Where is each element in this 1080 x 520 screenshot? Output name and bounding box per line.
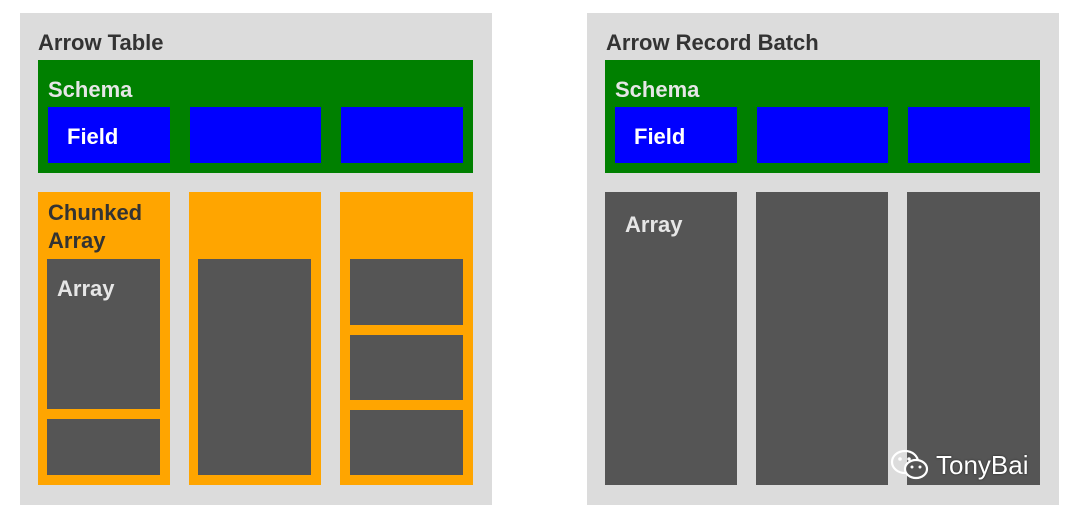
- table-schema-box: Schema Field: [38, 60, 473, 173]
- array-column: Array: [605, 192, 737, 485]
- batch-field-box: [757, 107, 888, 163]
- table-field-box: [190, 107, 321, 163]
- array-chunk: [350, 335, 463, 400]
- batch-schema-label: Schema: [615, 77, 700, 102]
- array-label: Array: [625, 212, 683, 237]
- array-column: [907, 192, 1040, 485]
- table-schema-label: Schema: [48, 77, 133, 102]
- batch-schema-box: Schema Field: [605, 60, 1040, 173]
- chunked-array-label: Chunked Array: [48, 200, 143, 253]
- batch-field-box: [908, 107, 1030, 163]
- table-field-label: Field: [67, 124, 119, 149]
- arrow-table-title: Arrow Table: [38, 30, 164, 55]
- table-field-box: Field: [48, 107, 170, 163]
- array-chunk: [350, 410, 463, 475]
- array-chunk: [198, 259, 311, 475]
- table-field-box: [341, 107, 463, 163]
- chunked-array: Chunked Array Array: [38, 192, 170, 485]
- chunked-array: [340, 192, 473, 485]
- array-label: Array: [57, 276, 115, 301]
- arrow-table-panel: Arrow Table Schema Field Chunked Array A…: [20, 13, 492, 505]
- batch-field-label: Field: [634, 124, 686, 149]
- watermark: TonyBai: [890, 448, 1029, 482]
- array-chunk: [47, 419, 160, 475]
- array-chunk: Array: [47, 259, 160, 409]
- batch-field-box: Field: [615, 107, 737, 163]
- arrow-record-batch-panel: Arrow Record Batch Schema Field Array: [587, 13, 1059, 505]
- wechat-icon: [890, 448, 930, 482]
- array-column: [756, 192, 888, 485]
- array-chunk: [350, 259, 463, 325]
- arrow-record-batch-title: Arrow Record Batch: [606, 30, 819, 55]
- chunked-array: [189, 192, 321, 485]
- watermark-text: TonyBai: [936, 449, 1029, 480]
